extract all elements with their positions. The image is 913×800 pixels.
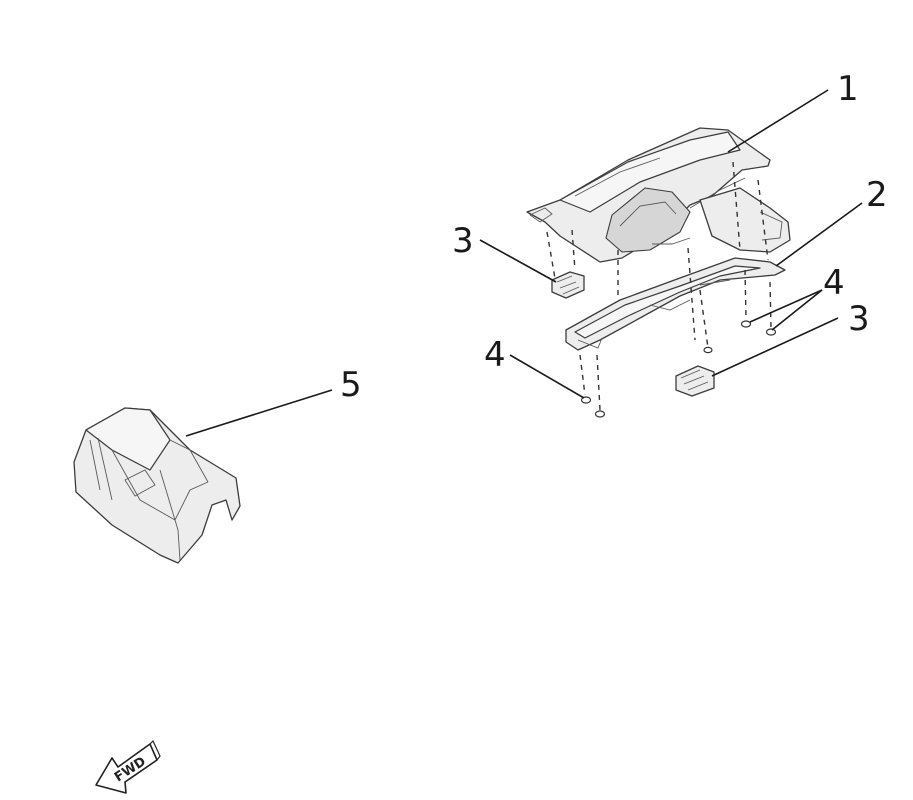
callout-4-right: 4 [823, 263, 845, 303]
clip-right-part [675, 365, 715, 397]
assembly-guide-lines [546, 161, 772, 411]
seat-cover-part [73, 407, 241, 564]
callout-1: 1 [837, 69, 859, 109]
rear-cover-upper-part [526, 127, 791, 263]
callout-3-right: 3 [848, 299, 870, 339]
screws [580, 320, 777, 418]
callout-4-left: 4 [484, 335, 506, 375]
clip-left-part [551, 271, 585, 299]
fwd-arrow-icon: FWD [95, 739, 161, 794]
callout-5: 5 [340, 365, 362, 405]
leader-lines [185, 89, 863, 437]
callout-3-left: 3 [452, 221, 474, 261]
callout-2: 2 [866, 175, 888, 215]
rear-cover-lower-part [565, 257, 786, 351]
